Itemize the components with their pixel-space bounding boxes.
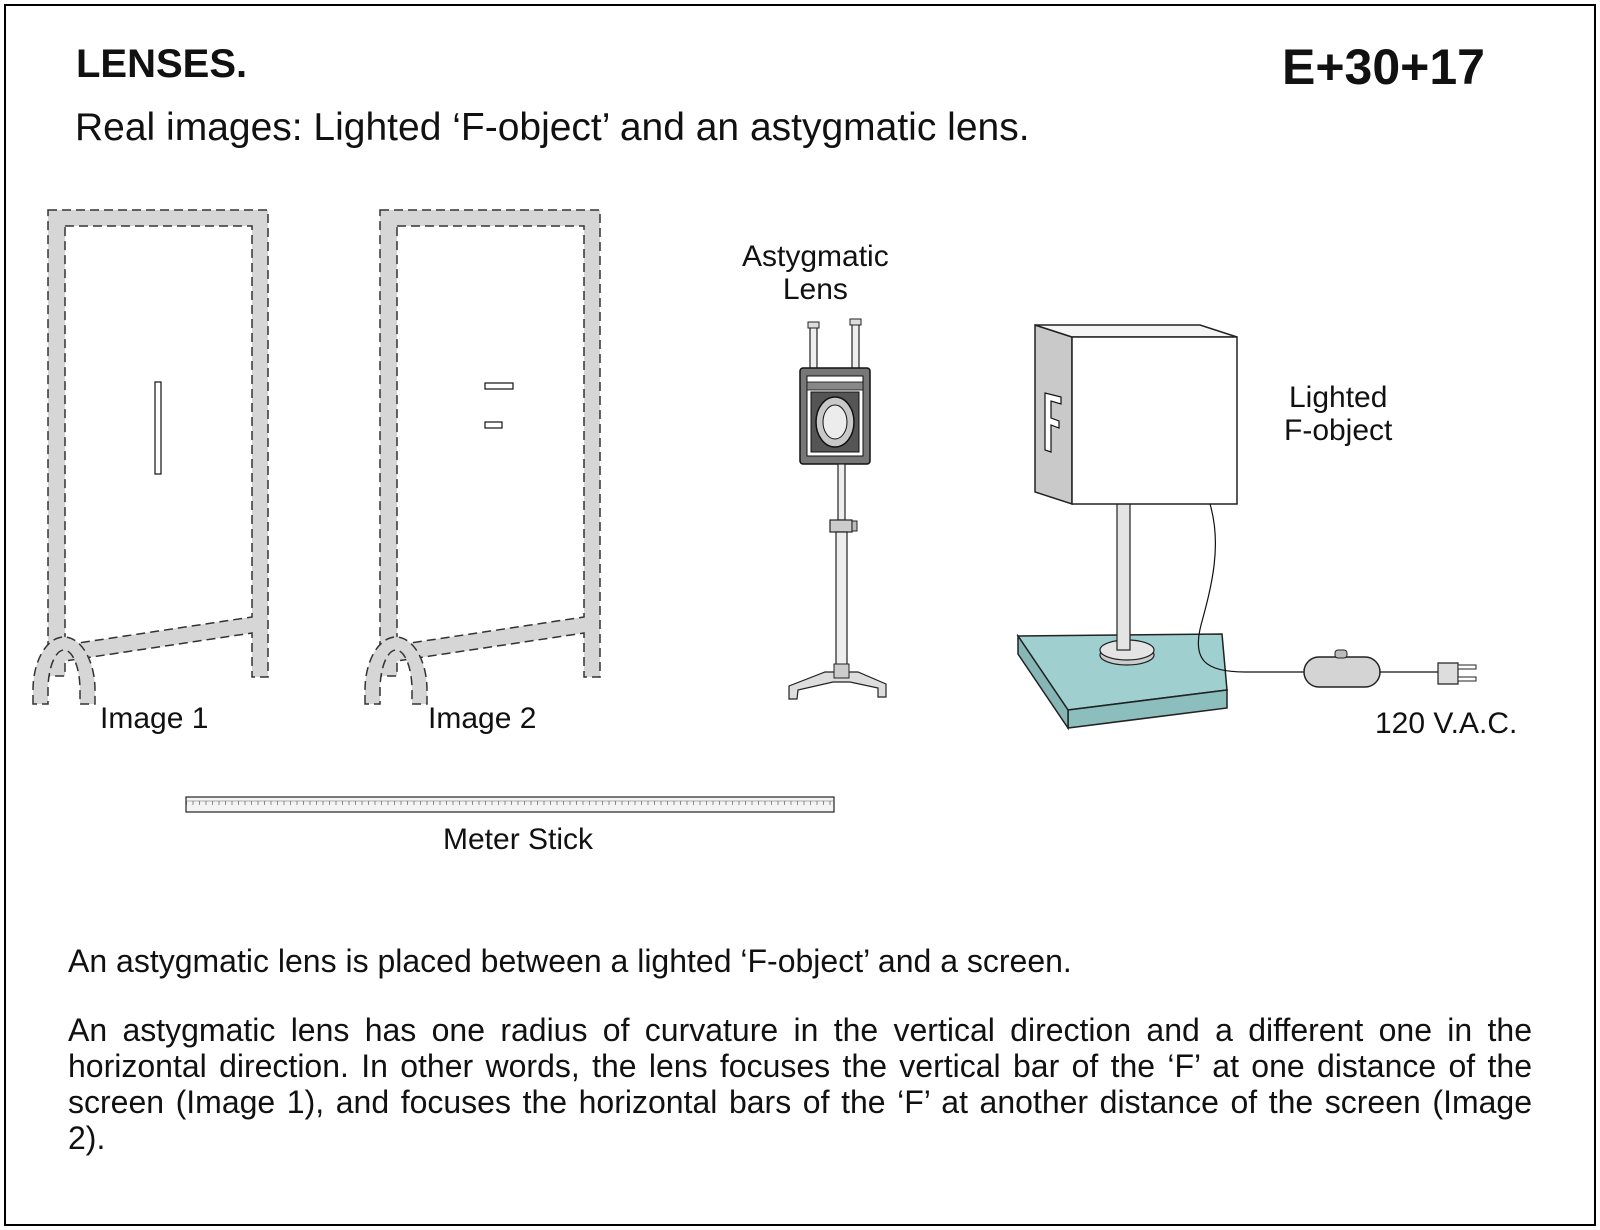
label-power-supply: 120 V.A.C. xyxy=(1375,707,1518,740)
power-cord xyxy=(1197,503,1305,673)
tripod-base xyxy=(788,671,887,700)
label-image-2: Image 2 xyxy=(428,702,537,735)
label-lens-line-1: Astygmatic xyxy=(742,240,889,273)
experiment-code: E+30+17 xyxy=(1282,39,1485,95)
screen-2-stand-foot xyxy=(364,636,428,705)
horizontal-bar-image-top xyxy=(484,382,514,390)
label-image-1: Image 1 xyxy=(100,702,209,735)
label-astygmatic-lens: Astygmatic Lens xyxy=(742,240,889,306)
screen-1-stand-foot xyxy=(32,636,96,705)
f-object-front-face xyxy=(1034,323,1073,506)
page-subtitle: Real images: Lighted ‘F-object’ and an a… xyxy=(75,106,1030,149)
lamp-housing xyxy=(1071,336,1238,505)
horizontal-bar-image-bottom xyxy=(484,421,503,429)
description-paragraph-1: An astygmatic lens is placed between a l… xyxy=(68,943,1072,979)
lamp-post xyxy=(1116,499,1131,651)
description-paragraph-2: An astygmatic lens has one radius of cur… xyxy=(68,1012,1532,1156)
label-lens-line-2: Lens xyxy=(782,273,848,306)
f-letter-cutout xyxy=(1044,392,1062,453)
inline-switch xyxy=(1303,656,1381,688)
meter-stick xyxy=(185,796,835,813)
vertical-bar-image xyxy=(154,381,162,475)
screen-image-2 xyxy=(364,209,601,705)
lens-stand-rod xyxy=(835,531,848,673)
page-title: LENSES. xyxy=(76,42,248,86)
power-plug xyxy=(1437,662,1459,685)
lighted-f-object xyxy=(1016,323,1477,731)
label-lighted-f-object: Lighted F-object xyxy=(1284,381,1392,447)
label-fobject-line-1: Lighted xyxy=(1288,381,1388,414)
astygmatic-lens-stand xyxy=(788,318,887,700)
label-fobject-line-2: F-object xyxy=(1284,414,1393,447)
page-border xyxy=(4,4,1596,1226)
label-meter-stick: Meter Stick xyxy=(443,823,594,856)
screen-image-1 xyxy=(32,209,269,705)
